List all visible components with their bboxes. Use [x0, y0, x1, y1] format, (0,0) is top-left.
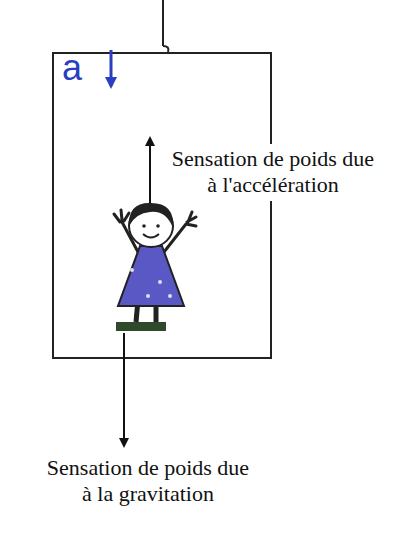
- gravity-label: Sensation de poids due à la gravitation: [46, 455, 250, 508]
- rope: [162, 0, 164, 46]
- hook: [163, 46, 168, 52]
- acceleration-arrow: [110, 50, 113, 86]
- acceleration-weight-arrow: [149, 138, 151, 203]
- girl-figure: [114, 203, 196, 331]
- acceleration-label: Sensation de poids due à l'accélération: [168, 144, 378, 201]
- gravity-weight-arrow: [123, 333, 125, 446]
- acceleration-symbol: a: [62, 50, 102, 86]
- elevator-cabin: [53, 53, 271, 358]
